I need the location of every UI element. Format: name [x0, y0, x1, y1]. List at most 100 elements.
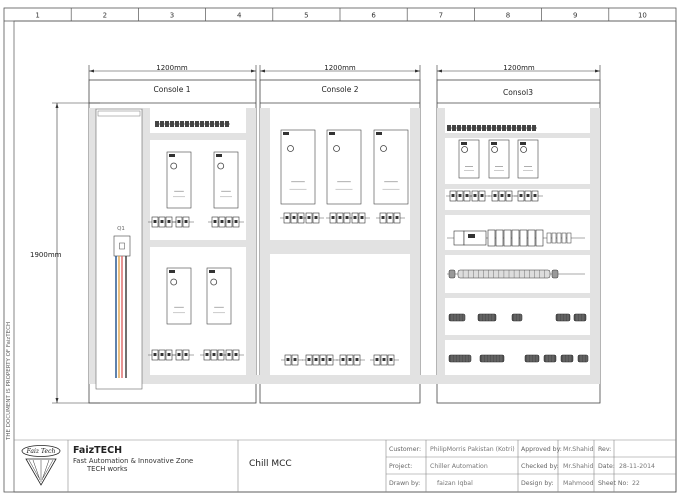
vfd-drive: [166, 151, 192, 209]
project-value: Chiller Automation: [430, 463, 488, 470]
checked-by-value: Mr.Shahid: [563, 463, 594, 470]
structure-member: [142, 133, 246, 140]
grid-column-label: 6: [371, 12, 376, 20]
grid-column-label: 9: [573, 12, 577, 20]
dimension-arrows: [55, 69, 600, 403]
terminal-block: [452, 125, 456, 131]
structure-member: [445, 250, 590, 255]
terminal-block: [160, 121, 164, 127]
company-logo: Faiz Tech: [21, 445, 61, 486]
terminal-block: [517, 125, 521, 131]
structure-member: [590, 108, 600, 384]
breaker-cables: [115, 256, 127, 378]
company-tagline: Fast Automation & Innovative Zone: [73, 457, 193, 465]
panel-devices: [148, 121, 589, 366]
terminal-block: [205, 121, 209, 127]
io-module: [487, 229, 496, 247]
vfd-drive: [326, 129, 362, 205]
grid-column-label: 7: [439, 12, 443, 20]
relay: [546, 232, 552, 244]
grid-column-label: 8: [506, 12, 510, 20]
terminal-block: [497, 125, 501, 131]
structure-member: [410, 108, 420, 384]
terminal-block: [190, 121, 194, 127]
terminal-block: [522, 125, 526, 131]
project-label: Project:: [389, 463, 412, 470]
drawing-title: Chill MCC: [249, 459, 292, 469]
vfd-drive: [166, 267, 192, 325]
console-title-1: Console 1: [154, 85, 191, 94]
terminal-cluster: [448, 313, 466, 322]
structure-member: [445, 293, 590, 298]
terminal-block: [492, 125, 496, 131]
customer-label: Customer:: [389, 446, 421, 453]
vfd-keypad-icon: [170, 278, 178, 286]
rev-label: Rev:: [598, 446, 611, 453]
vfd-keypad-icon: [287, 145, 294, 152]
contactor-group: [468, 190, 490, 202]
side-note: THE DOCUMENT IS PROPERTY OF FaizTECH: [6, 322, 12, 441]
structure-member: [445, 184, 590, 189]
approved-by-label: Approved by:: [521, 446, 562, 453]
date-value: 28-11-2014: [619, 463, 655, 470]
terminal-cluster: [577, 354, 589, 363]
terminal-cluster: [560, 354, 574, 363]
vfd-keypad-icon: [210, 278, 218, 286]
vfd-drive: [280, 129, 316, 205]
structure-member: [437, 108, 445, 384]
contactor-group: [326, 212, 355, 224]
contactor-group: [281, 354, 303, 366]
io-module: [511, 229, 520, 247]
vfd-drive: [206, 267, 232, 325]
din-rail: [155, 121, 230, 127]
title-block-lines: [14, 439, 676, 492]
structure-member: [260, 108, 270, 384]
terminal-block: [170, 121, 174, 127]
terminal-strip: [447, 269, 585, 279]
contactor-group: [302, 354, 338, 366]
contactor-group: [172, 349, 194, 361]
structure-member: [260, 375, 420, 384]
date-label: Date:: [598, 463, 615, 470]
structure-member: [89, 108, 96, 384]
terminal-block: [165, 121, 169, 127]
io-module: [527, 229, 536, 247]
main-breaker-q1: [113, 235, 131, 257]
breaker-label: Q1: [117, 226, 125, 232]
terminal-block: [527, 125, 531, 131]
grid-column-label: 1: [35, 12, 39, 20]
sheet-value: 22: [632, 480, 640, 487]
contactor-group: [222, 349, 244, 361]
design-by-value: Mahmood: [563, 480, 594, 487]
terminal-cluster: [511, 313, 523, 322]
breaker-top-strip: [97, 110, 141, 117]
terminal-block: [215, 121, 219, 127]
company-tagline-2: TECH works: [86, 465, 128, 473]
vfd-keypad-icon: [461, 146, 469, 153]
structure-member: [270, 240, 410, 254]
breaker-handle-icon: [119, 242, 125, 250]
terminal-cluster: [477, 313, 497, 322]
structure-member: [445, 210, 590, 215]
dim-height: 1900mm: [30, 251, 62, 259]
contactor-group: [348, 212, 370, 224]
vfd-drive: [458, 139, 480, 179]
terminal-block: [225, 121, 229, 127]
terminal-block: [155, 121, 159, 127]
terminal-block: [447, 125, 451, 131]
contactor-group: [148, 216, 177, 228]
terminal-block: [467, 125, 471, 131]
contactor-group: [376, 212, 405, 224]
terminal-block: [185, 121, 189, 127]
io-module: [503, 229, 512, 247]
io-module: [519, 229, 528, 247]
grid-column-label: 4: [237, 12, 242, 20]
vfd-keypad-icon: [380, 145, 387, 152]
structure-member: [142, 240, 246, 247]
vfd-drive: [213, 151, 239, 209]
terminal-cluster: [448, 354, 472, 363]
terminal-block: [482, 125, 486, 131]
mounting-structure: [89, 108, 600, 384]
